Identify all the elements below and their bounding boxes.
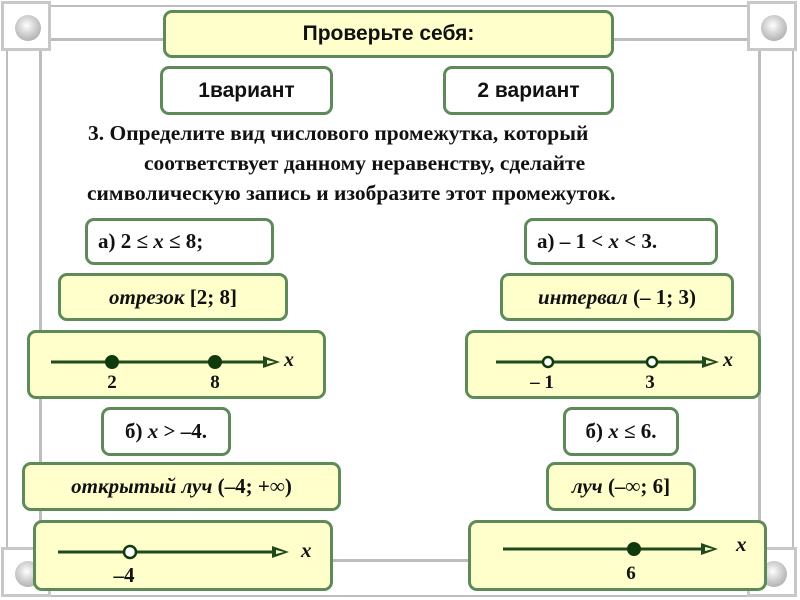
frame-right-inner: [758, 50, 761, 550]
axis-label: x: [722, 349, 733, 371]
frame-left-outer: [6, 50, 8, 550]
page-title-text: Проверьте себя:: [302, 22, 475, 45]
v2-b-answer-notation: (–∞; 6]: [602, 474, 671, 498]
v1-b-number-line-svg: x –4: [58, 538, 312, 587]
page-title: Проверьте себя:: [163, 10, 614, 58]
task-statement: 3. Определите вид числового промежутка, …: [87, 118, 758, 208]
point-label-minus-1: – 1: [529, 372, 554, 393]
frame-bottom-inner: [50, 559, 750, 562]
task-line-2: соответствует данному неравенству, сдела…: [144, 151, 586, 175]
task-line-3: символическую запись и изобразите этот п…: [87, 181, 616, 205]
corner-knob-icon: [15, 15, 41, 41]
corner-knob-icon: [761, 15, 787, 41]
v2-b-number-line-svg: x 6: [503, 532, 747, 584]
frame-right-outer: [792, 50, 794, 550]
frame-left-inner: [39, 50, 42, 550]
axis-label: x: [735, 532, 747, 556]
v1-a-inequality: а) 2 ≤ x ≤ 8;: [85, 218, 274, 265]
v1-a-prefix: а): [98, 229, 121, 253]
v2-b-inequality: б) x ≤ 6.: [563, 407, 679, 456]
point-2: [105, 355, 119, 369]
frame-corner-top-right: [747, 1, 797, 51]
point-6: [627, 542, 641, 556]
task-line-1: 3. Определите вид числового промежутка, …: [88, 121, 589, 145]
v2-a-answer-name: интервал: [538, 284, 628, 309]
v1-b-number-line: x –4: [33, 520, 333, 591]
v1-b-prefix: б): [125, 419, 148, 443]
variant1-label: 1вариант: [198, 78, 295, 102]
v1-b-inequality: б) x > –4.: [101, 407, 231, 456]
frame-corner-top-left: [1, 1, 51, 51]
point-label-8: 8: [210, 372, 220, 393]
v2-b-answer-name: луч: [571, 474, 603, 498]
v2-a-inequality: а) – 1 < x < 3.: [524, 218, 718, 265]
v1-a-var: x: [153, 229, 164, 253]
v2-b-ineq-post: ≤ 6.: [618, 419, 657, 443]
point-label-2: 2: [107, 372, 117, 393]
point-label-minus-4: –4: [113, 563, 136, 587]
v2-a-number-line: x – 1 3: [465, 330, 761, 399]
v1-a-answer-name: отрезок: [109, 284, 185, 309]
point-label-6: 6: [626, 563, 636, 584]
v2-a-number-line-svg: x – 1 3: [496, 349, 733, 393]
v1-b-answer: открытый луч (–4; +∞): [22, 462, 341, 511]
v2-a-answer-notation: (– 1; 3): [627, 284, 696, 309]
v2-a-ineq-post: < 3.: [618, 229, 658, 253]
v1-a-ineq-post: ≤ 8;: [163, 229, 204, 253]
v2-a-var: x: [608, 229, 619, 253]
v1-a-number-line: x 2 8: [27, 330, 326, 399]
point-3: [645, 355, 659, 369]
point-8: [208, 355, 222, 369]
frame-top-outer: [50, 5, 750, 7]
point-minus-1: [541, 355, 555, 369]
point-label-3: 3: [645, 372, 655, 393]
v2-b-number-line: x 6: [468, 520, 767, 591]
v1-a-ineq-pre: 2 ≤: [120, 229, 154, 253]
variant2-button[interactable]: 2 вариант: [443, 66, 614, 115]
v1-a-answer: отрезок [2; 8]: [58, 273, 288, 321]
v1-b-answer-name: открытый луч: [71, 474, 213, 498]
v1-a-number-line-svg: x 2 8: [51, 349, 294, 393]
v2-a-ineq-pre: – 1 <: [559, 229, 609, 253]
point-minus-4: [122, 544, 138, 560]
variant2-label: 2 вариант: [477, 78, 580, 102]
variant1-button[interactable]: 1вариант: [160, 66, 333, 115]
v2-b-prefix: б): [585, 419, 609, 443]
v2-a-answer: интервал (– 1; 3): [500, 273, 734, 321]
v1-b-ineq-post: > –4.: [158, 419, 207, 443]
v1-a-answer-notation: [2; 8]: [184, 284, 237, 309]
axis-label: x: [283, 349, 294, 371]
axis-label: x: [300, 538, 312, 562]
v2-a-prefix: а): [537, 229, 560, 253]
v1-b-var: x: [147, 419, 159, 443]
frame-bottom-outer: [50, 595, 750, 597]
v2-b-var: x: [608, 419, 619, 443]
v1-b-answer-notation: (–4; +∞): [212, 474, 292, 498]
v2-b-answer: луч (–∞; 6]: [546, 462, 696, 511]
